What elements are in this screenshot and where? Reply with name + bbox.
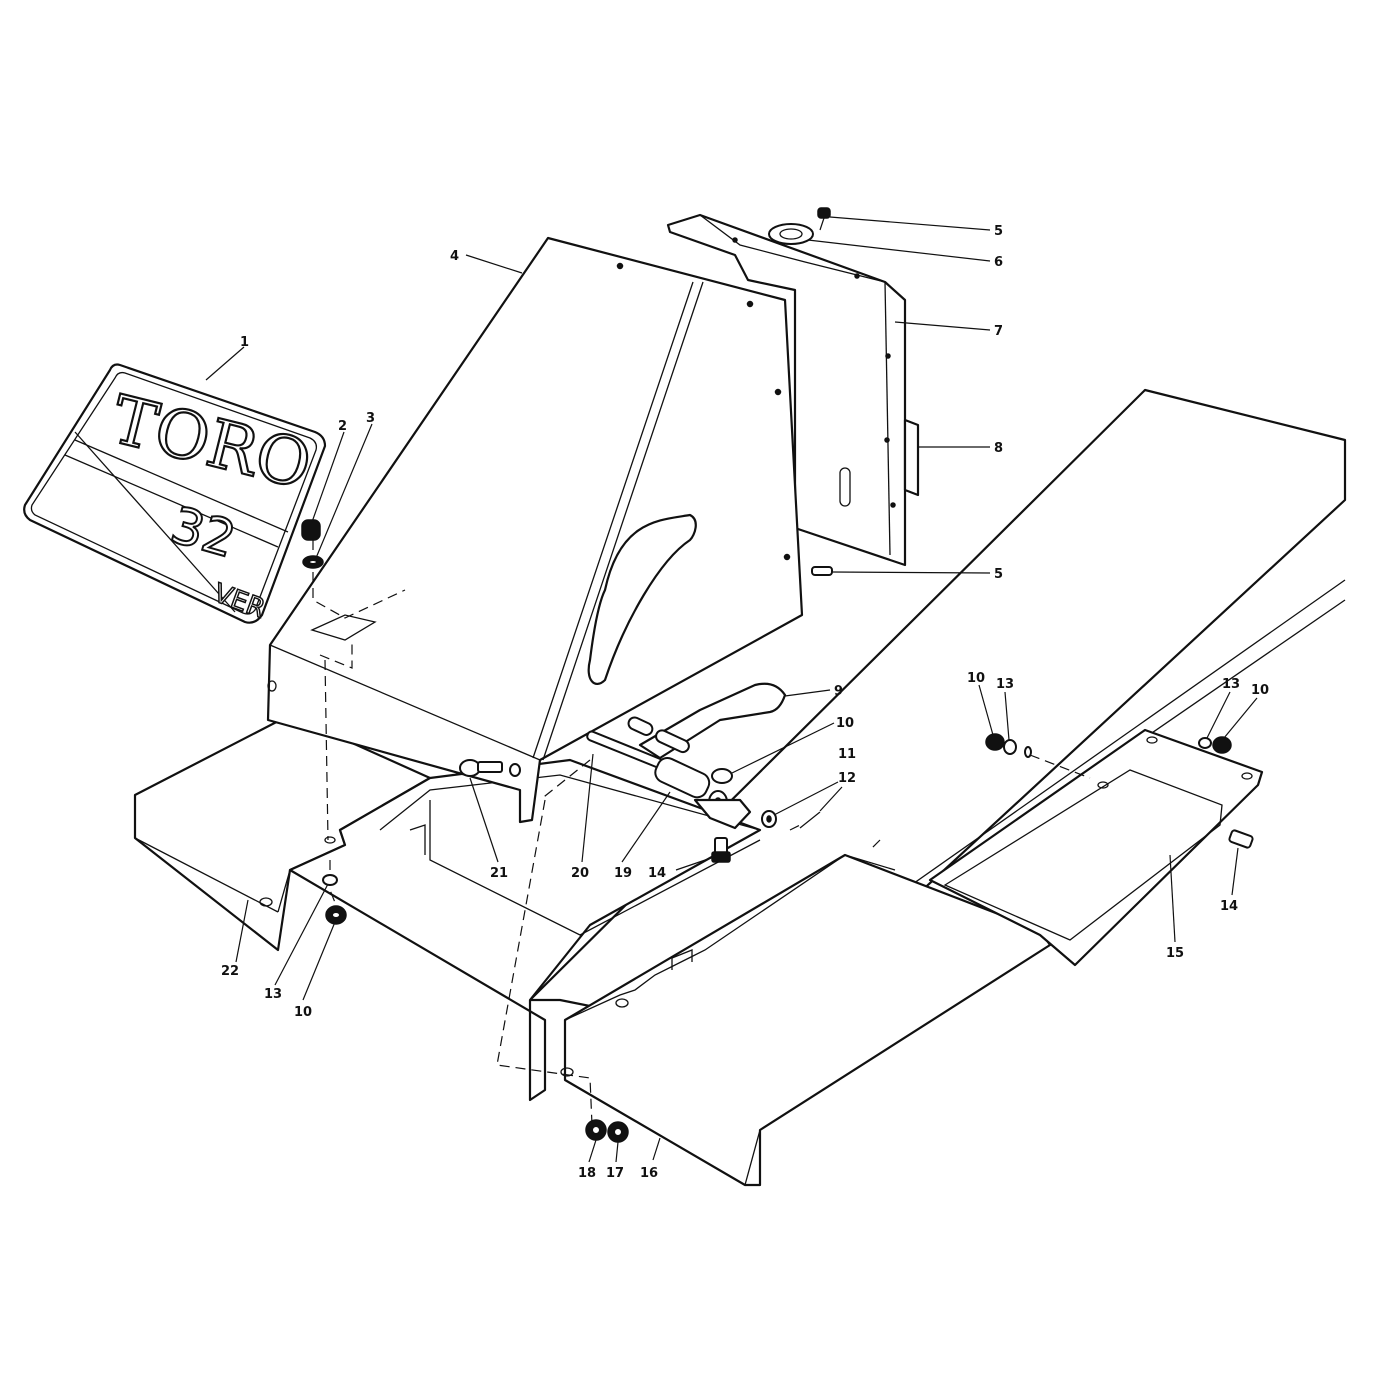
callout-12: 12 xyxy=(838,771,856,786)
callout-6: 6 xyxy=(994,255,1003,270)
callout-19: 19 xyxy=(614,866,632,881)
part-4-tower-housing xyxy=(266,236,804,824)
callout-14-lower: 14 xyxy=(648,866,666,881)
callout-14-right: 14 xyxy=(1220,899,1238,914)
leader-lines xyxy=(205,216,1258,1163)
callout-labels: 1 2 3 4 5 6 7 8 5 9 10 11 12 10 13 13 10… xyxy=(221,224,1269,1181)
callout-7: 7 xyxy=(994,324,1003,339)
callout-13-left: 13 xyxy=(264,987,282,1002)
callout-3: 3 xyxy=(366,411,375,426)
alignment-lines xyxy=(310,540,1091,1126)
callout-11: 11 xyxy=(838,747,856,762)
part-8-bracket xyxy=(903,418,920,497)
callout-1: 1 xyxy=(240,335,249,350)
callout-13-right-a: 13 xyxy=(996,677,1014,692)
callout-15: 15 xyxy=(1166,946,1184,961)
callout-10-left: 10 xyxy=(294,1005,312,1020)
callout-5-top: 5 xyxy=(994,224,1003,239)
callout-16: 16 xyxy=(640,1166,658,1181)
callout-22: 22 xyxy=(221,964,239,979)
callout-4: 4 xyxy=(450,249,459,264)
callout-10-right-b: 10 xyxy=(1251,683,1269,698)
part-15-side-plate xyxy=(928,728,1264,967)
callout-5-lower: 5 xyxy=(994,567,1003,582)
part-1-decal: TORO 32 VER xyxy=(23,363,327,625)
callout-9: 9 xyxy=(834,684,843,699)
callout-10-right-a: 10 xyxy=(967,671,985,686)
callout-21: 21 xyxy=(490,866,508,881)
callout-17: 17 xyxy=(606,1166,624,1181)
part-16-foot-plate xyxy=(560,853,1052,1187)
callout-8: 8 xyxy=(994,441,1003,456)
callout-13-right-b: 13 xyxy=(1222,677,1240,692)
callout-10-pivot: 10 xyxy=(836,716,854,731)
callout-2: 2 xyxy=(338,419,347,434)
callout-18: 18 xyxy=(578,1166,596,1181)
small-hardware xyxy=(301,207,1254,1143)
callout-20: 20 xyxy=(571,866,589,881)
pivot-hardware xyxy=(586,682,787,830)
